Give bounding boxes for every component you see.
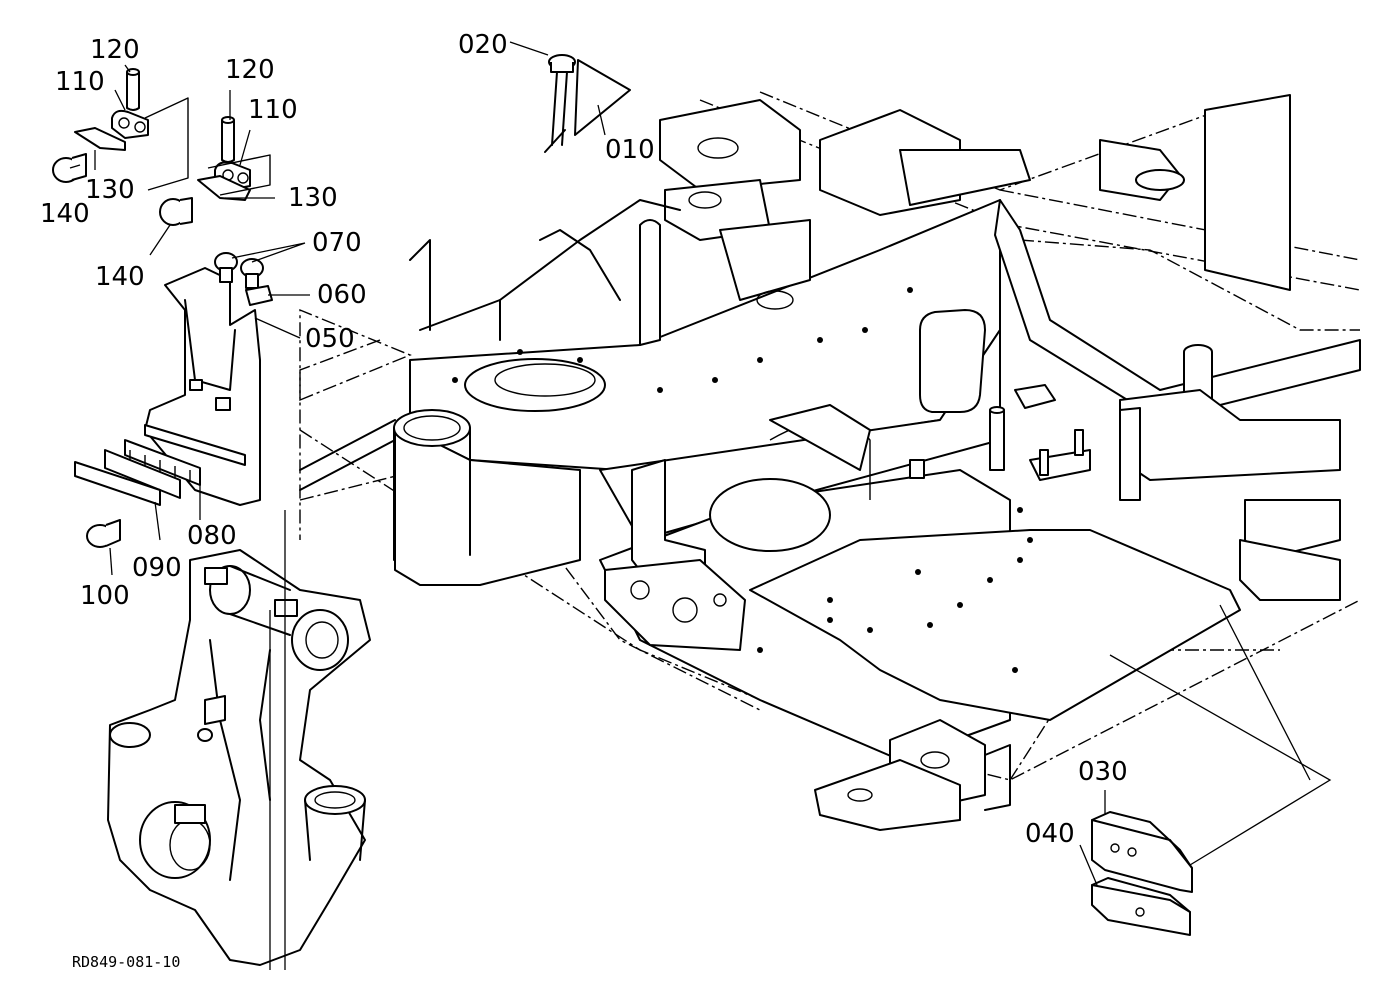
callout-080: 080 (187, 521, 237, 551)
callout-090: 090 (132, 553, 182, 583)
callout-060: 060 (317, 280, 367, 310)
callout-110-right: 110 (248, 95, 298, 125)
leader-lines (69, 41, 1332, 970)
swing-bracket (107, 549, 371, 966)
callout-010: 010 (605, 135, 655, 165)
callout-040: 040 (1025, 819, 1075, 849)
callout-130-right: 130 (288, 183, 338, 213)
callout-050: 050 (305, 324, 355, 354)
clamp-parts (52, 68, 273, 548)
callout-130-left: 130 (85, 175, 135, 205)
drawing-code: RD849-081-10 (72, 953, 180, 971)
callout-070: 070 (312, 228, 362, 258)
callout-020: 020 (458, 30, 508, 60)
callout-140-right: 140 (95, 262, 145, 292)
weights (1091, 811, 1193, 936)
pin-020 (544, 54, 631, 153)
main-frame (299, 94, 1361, 831)
callout-100: 100 (80, 581, 130, 611)
callout-120-left: 120 (90, 35, 140, 65)
callout-labels: 120 110 140 130 120 110 130 140 070 060 … (40, 30, 1128, 971)
callout-110-left: 110 (55, 67, 105, 97)
frame-outline (299, 91, 1361, 781)
hole-dots (452, 287, 1033, 673)
callout-140-left: 140 (40, 199, 90, 229)
callout-030: 030 (1078, 757, 1128, 787)
callout-120-right: 120 (225, 55, 275, 85)
